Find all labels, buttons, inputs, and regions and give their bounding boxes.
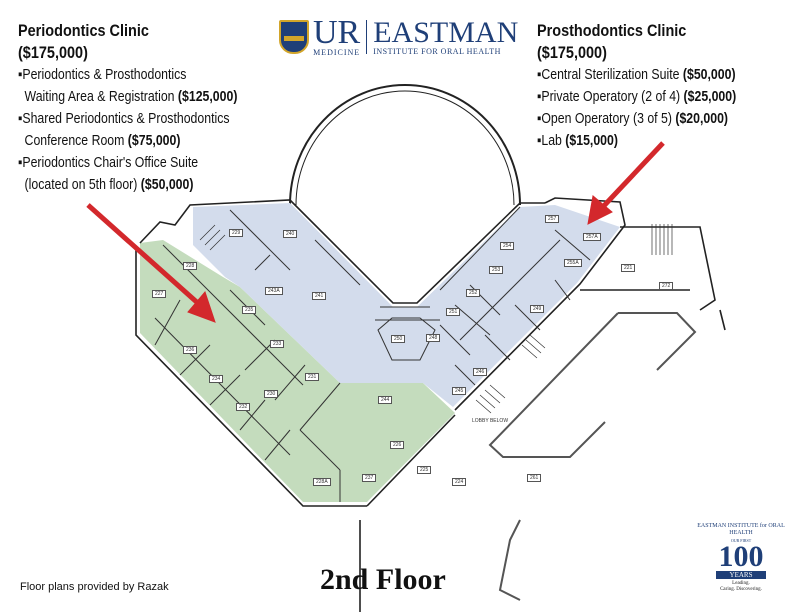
room-label: 228 (183, 262, 198, 270)
room-label: 250 (391, 335, 406, 343)
credit-text: Floor plans provided by Razak (20, 581, 169, 593)
floor-title: 2nd Floor (320, 563, 446, 596)
room-label: 241 (312, 292, 327, 300)
room-label: 226 (390, 441, 405, 449)
room-label: 246 (473, 368, 488, 376)
room-label: 240 (283, 230, 298, 238)
centennial-badge: EASTMAN INSTITUTE for ORAL HEALTH OUR FI… (694, 523, 788, 593)
periodontics-title: Periodontics Clinic (18, 21, 149, 40)
badge-tagline: Leading. (732, 581, 750, 586)
room-label: 228A (313, 478, 331, 486)
badge-number: 100 (718, 540, 764, 573)
room-label: 245 (452, 387, 467, 395)
prosthodontics-clinic-area (193, 203, 620, 407)
room-label: 252 (466, 289, 481, 297)
list-item: ▪Periodontics & Prosthodontics (18, 66, 187, 83)
dome-inner-wall (295, 90, 515, 206)
list-item: ▪Private Operatory (2 of 4) (537, 88, 684, 105)
list-item: ▪Lab (537, 132, 566, 149)
room-label: 227 (152, 290, 167, 298)
periodontics-clinic-info: Periodontics Clinic ($175,000) ▪Periodon… (18, 20, 286, 196)
amount: ($50,000) (682, 66, 736, 83)
lobby-outline (488, 312, 697, 601)
outer-walls (135, 197, 726, 612)
amount: ($75,000) (127, 132, 181, 149)
prosthodontics-clinic-info: Prosthodontics Clinic ($175,000) ▪Centra… (537, 20, 780, 152)
room-label: 248 (426, 334, 441, 342)
prosthodontics-total: ($175,000) (537, 43, 607, 62)
room-label: 261 (527, 474, 542, 482)
room-label: 229 (229, 229, 244, 237)
room-label: 232 (236, 403, 251, 411)
logo-ur: UR (313, 13, 361, 51)
list-item: Waiting Area & Registration (24, 88, 178, 105)
room-label: 224 (452, 478, 467, 486)
periodontics-total: ($175,000) (18, 43, 88, 62)
badge-tagline: Caring. Discovering. (720, 587, 762, 592)
room-label: 225 (417, 466, 432, 474)
amount: ($125,000) (177, 88, 238, 105)
room-label: 231 (305, 373, 320, 381)
list-item: ▪Open Operatory (3 of 5) (537, 110, 676, 127)
list-item: ▪Periodontics Chair's Office Suite (18, 154, 199, 171)
room-label: 237 (362, 474, 377, 482)
shield-icon (279, 20, 309, 54)
room-label: 221 (621, 264, 636, 272)
room-label: 251 (446, 308, 461, 316)
list-item: (located on 5th floor) (24, 176, 141, 193)
room-label: 236 (183, 346, 198, 354)
badge-years: YEARS (715, 571, 767, 579)
room-label: 244 (378, 396, 393, 404)
room-label: 255A (564, 259, 582, 267)
room-label: 243A (265, 287, 283, 295)
arrow-periodontics (86, 203, 216, 323)
dome-wall (289, 84, 521, 206)
logo-medicine: MEDICINE (313, 47, 361, 57)
room-label: 233 (270, 340, 285, 348)
prosthodontics-title: Prosthodontics Clinic (537, 21, 687, 40)
amount: ($50,000) (140, 176, 194, 193)
amount: ($15,000) (565, 132, 618, 149)
list-item: ▪Shared Periodontics & Prosthodontics (18, 110, 230, 127)
lobby-label: LOBBY BELOW (472, 418, 509, 424)
interior-walls (154, 206, 591, 502)
room-label: 257 (545, 215, 560, 223)
list-item: Conference Room (24, 132, 128, 149)
arrow-prosthodontics (587, 141, 665, 225)
room-label: 249 (530, 305, 545, 313)
room-label: 230 (264, 390, 279, 398)
list-item: ▪Central Sterilization Suite (537, 66, 683, 83)
logo-divider (366, 20, 368, 54)
amount: ($20,000) (675, 110, 729, 127)
periodontics-clinic-area (140, 240, 455, 502)
room-label: 253 (489, 266, 504, 274)
logo-institute: INSTITUTE FOR ORAL HEALTH (373, 46, 501, 56)
amount: ($25,000) (683, 88, 737, 105)
badge-our-first: OUR FIRST (730, 538, 752, 543)
room-label: 234 (209, 375, 224, 383)
badge-arc-text: EASTMAN INSTITUTE for ORAL HEALTH (697, 523, 785, 536)
room-label: 272 (659, 282, 674, 290)
stairs (199, 224, 673, 414)
room-label: 235 (242, 306, 257, 314)
logo-eastman: EASTMAN (373, 15, 519, 49)
room-label: 254 (500, 242, 515, 250)
room-label: 257A (583, 233, 601, 241)
